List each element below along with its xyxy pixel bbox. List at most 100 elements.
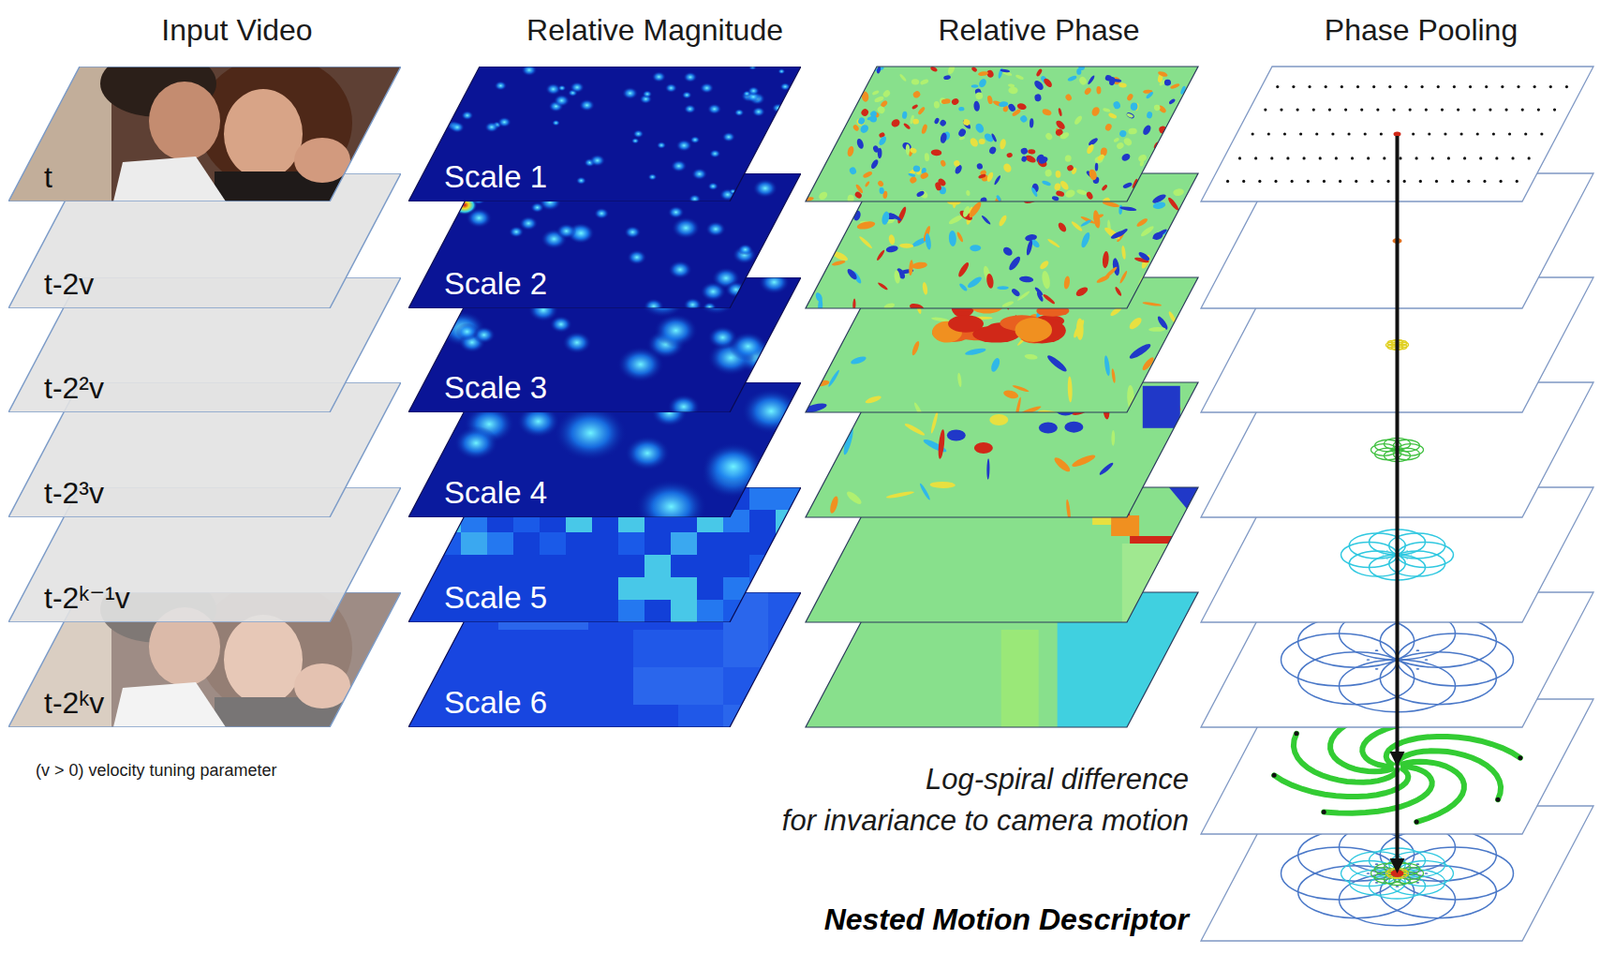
shape <box>1408 107 1412 111</box>
shape <box>1096 86 1101 95</box>
shape <box>1499 179 1503 183</box>
shape <box>965 275 983 290</box>
shape <box>1127 341 1153 362</box>
shape <box>1435 179 1438 183</box>
shape <box>1238 156 1242 160</box>
shape <box>1102 107 1112 113</box>
shape <box>986 94 993 104</box>
shape <box>828 495 840 515</box>
shape <box>1002 388 1020 400</box>
shape <box>1500 85 1504 89</box>
shape <box>434 532 461 555</box>
shape <box>980 214 992 226</box>
shape <box>859 107 871 119</box>
shape <box>749 554 776 578</box>
shape <box>1148 326 1166 332</box>
shape <box>1041 293 1056 306</box>
shape <box>665 83 678 93</box>
shape <box>919 77 930 86</box>
shape <box>1416 862 1421 865</box>
shape <box>1424 658 1429 661</box>
shape <box>1046 237 1061 249</box>
shape <box>871 89 880 97</box>
arrowhead <box>1390 858 1406 874</box>
shape <box>1293 730 1299 736</box>
shape <box>294 137 351 183</box>
shape <box>885 244 899 253</box>
shape <box>671 216 701 239</box>
shape <box>1095 162 1099 172</box>
shape <box>683 103 697 114</box>
scale-label: Scale 5 <box>444 580 548 615</box>
shape <box>1108 75 1116 86</box>
shape <box>618 532 645 555</box>
shape <box>924 152 931 162</box>
shape <box>642 89 653 98</box>
shape <box>1328 107 1332 111</box>
shape <box>1058 178 1070 192</box>
log-spiral <box>1293 733 1398 783</box>
shape <box>543 629 589 667</box>
shape <box>223 614 303 705</box>
shape <box>986 458 990 480</box>
shape <box>1427 132 1431 135</box>
shape <box>696 599 724 623</box>
shape <box>1468 85 1472 89</box>
shape <box>1516 85 1520 89</box>
shape <box>617 346 665 384</box>
shape <box>918 482 932 502</box>
shape <box>644 577 671 600</box>
shape <box>667 206 685 220</box>
shape <box>1347 132 1350 135</box>
column-heading: Relative Magnitude <box>526 13 784 48</box>
slab-outline <box>805 66 1199 202</box>
shape <box>1496 797 1501 802</box>
shape <box>1085 143 1096 155</box>
shape <box>1156 70 1169 78</box>
shape <box>1410 872 1413 875</box>
shape <box>1027 148 1036 155</box>
shape <box>947 429 966 441</box>
shape <box>1254 156 1258 160</box>
shape <box>1127 315 1144 331</box>
shape <box>989 356 1002 373</box>
shape <box>775 487 801 510</box>
shape <box>908 175 919 185</box>
shape <box>593 207 609 220</box>
shape <box>1001 245 1014 258</box>
shape <box>487 487 514 510</box>
log-spiral <box>1397 750 1502 800</box>
shape <box>1087 168 1098 182</box>
shape <box>1447 156 1451 160</box>
shape <box>1090 105 1101 118</box>
shape <box>1386 558 1389 561</box>
shape <box>1527 156 1531 160</box>
frame-label: t-2³v <box>44 476 104 510</box>
shape <box>1097 460 1114 476</box>
shape <box>933 101 941 109</box>
shape <box>670 599 697 623</box>
shape <box>911 78 920 85</box>
shape <box>907 172 916 178</box>
shape <box>1416 881 1421 884</box>
shape <box>771 103 785 113</box>
shape <box>919 171 930 180</box>
shape <box>1118 269 1128 284</box>
shape <box>1006 151 1013 158</box>
shape <box>852 123 860 133</box>
shape <box>991 133 998 143</box>
magnitude-map <box>408 382 801 518</box>
shape <box>1370 179 1374 183</box>
shape <box>1416 667 1421 670</box>
shape <box>1419 179 1423 183</box>
shape <box>1375 862 1379 865</box>
shape <box>1307 85 1311 89</box>
shape <box>1170 82 1181 89</box>
shape <box>549 315 573 333</box>
shape <box>878 187 885 194</box>
shape <box>1076 317 1084 341</box>
shape <box>1002 162 1013 174</box>
shape <box>633 129 645 138</box>
shape <box>408 592 801 727</box>
shape <box>484 277 514 296</box>
